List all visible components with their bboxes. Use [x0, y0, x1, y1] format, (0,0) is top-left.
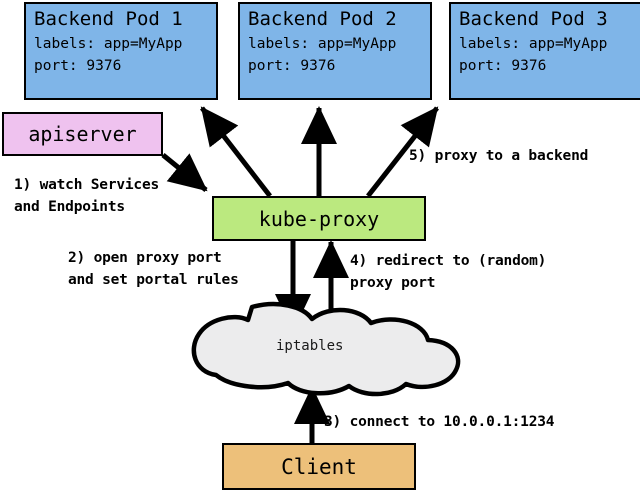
backend-pod-2-title: Backend Pod 2 — [248, 8, 397, 30]
edge-label-step3-line1: 3) connect to 10.0.0.1:1234 — [324, 414, 555, 430]
backend-pod-3-port: port: 9376 — [459, 58, 547, 74]
backend-pod-1[interactable]: Backend Pod 1 labels: app=MyApp port: 93… — [24, 2, 218, 100]
backend-pod-3[interactable]: Backend Pod 3 labels: app=MyApp port: 93… — [449, 2, 640, 100]
iptables-label: iptables — [276, 338, 344, 354]
edge-label-step1-line2: and Endpoints — [14, 199, 125, 215]
backend-pod-1-labels: labels: app=MyApp — [34, 36, 183, 52]
backend-pod-1-title: Backend Pod 1 — [34, 8, 183, 30]
edge-label-step2-line2: and set portal rules — [68, 272, 239, 288]
kube-proxy-label: kube-proxy — [258, 206, 380, 231]
edge-label-step5: 5) proxy to a backend — [409, 145, 588, 167]
backend-pod-2-labels: labels: app=MyApp — [248, 36, 397, 52]
kube-proxy-node[interactable]: kube-proxy — [212, 196, 426, 241]
edge-label-step2-line1: 2) open proxy port — [68, 250, 222, 266]
client-label: Client — [281, 454, 357, 479]
edge-label-step4-line2: proxy port — [350, 275, 436, 291]
edge-label-step4: 4) redirect to (random) proxy port — [350, 250, 546, 294]
edge-label-step5-line1: 5) proxy to a backend — [409, 148, 589, 164]
backend-pod-3-labels: labels: app=MyApp — [459, 36, 608, 52]
edge-kubeproxy-to-pod1 — [200, 106, 272, 198]
edge-label-step1: 1) watch Services and Endpoints — [14, 174, 159, 218]
backend-pod-2[interactable]: Backend Pod 2 labels: app=MyApp port: 93… — [238, 2, 432, 100]
backend-pod-2-port: port: 9376 — [248, 58, 336, 74]
apiserver-node[interactable]: apiserver — [2, 112, 163, 156]
edge-label-step3: 3) connect to 10.0.0.1:1234 — [324, 411, 555, 433]
edge-label-step2: 2) open proxy port and set portal rules — [68, 247, 239, 291]
edge-apiserver-to-kubeproxy — [161, 153, 208, 192]
edge-label-step4-line1: 4) redirect to (random) — [350, 253, 547, 269]
backend-pod-3-title: Backend Pod 3 — [459, 8, 608, 30]
edge-label-step1-line1: 1) watch Services — [14, 177, 160, 193]
client-node[interactable]: Client — [222, 443, 416, 490]
backend-pod-1-port: port: 9376 — [34, 58, 122, 74]
apiserver-label: apiserver — [28, 122, 137, 146]
